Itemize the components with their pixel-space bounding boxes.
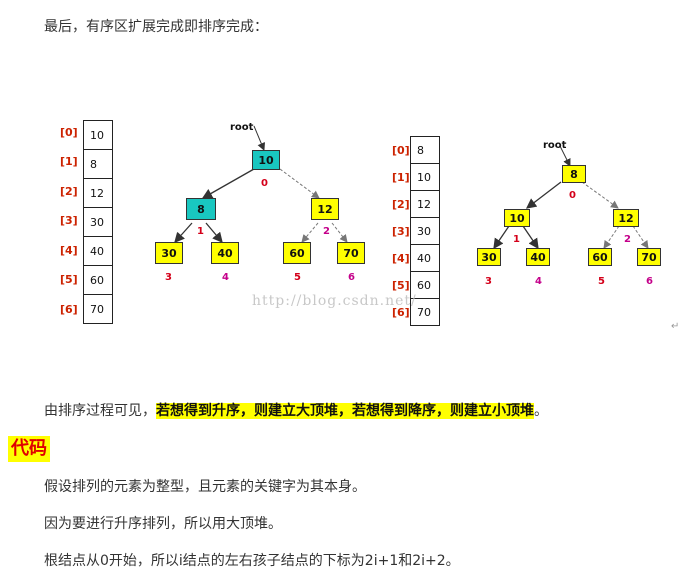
tree1-index-0: 0	[261, 178, 268, 189]
tree2-node-6: 70	[637, 248, 661, 266]
tree1-root-arrow	[253, 125, 265, 151]
tree2-index-6: 6	[646, 276, 653, 287]
array1-index-4: [4]	[60, 244, 78, 257]
array2-cell-6: 70	[410, 298, 440, 326]
array2-cell-1: 10	[410, 163, 440, 191]
tree2-index-1: 1	[513, 234, 520, 245]
tree2-node-2: 12	[613, 209, 639, 227]
tree2-index-0: 0	[569, 190, 576, 201]
array1-cell-3: 30	[83, 207, 113, 237]
tree2-node-4: 40	[526, 248, 550, 266]
array1-cell-4: 40	[83, 236, 113, 266]
array2-cell-4: 40	[410, 244, 440, 272]
tree1-index-3: 3	[165, 272, 172, 283]
tree2-root-arrow	[559, 145, 571, 167]
tree1-node-4: 40	[211, 242, 239, 264]
conclusion-text: 由排序过程可见，若想得到升序，则建立大顶堆，若想得到降序，则建立小顶堆。	[44, 402, 548, 420]
tree2-edge-1-3	[493, 225, 510, 250]
watermark: http://blog.csdn.net/	[252, 293, 417, 309]
tree2-edge-1-4	[522, 225, 539, 250]
tree1-node-3: 30	[155, 242, 183, 264]
array1-index-0: [0]	[60, 126, 78, 139]
return-mark: ↵	[671, 321, 680, 332]
tree1-node-5: 60	[283, 242, 311, 264]
tree1-root-label: root	[230, 122, 254, 133]
array2-cell-5: 60	[410, 271, 440, 299]
tree1-node-1: 8	[186, 198, 216, 220]
tree2-index-4: 4	[535, 276, 542, 287]
array2-index-6: [6]	[392, 306, 410, 319]
conclusion-suffix: 。	[534, 403, 548, 419]
array1-index-6: [6]	[60, 303, 78, 316]
intro-text: 最后，有序区扩展完成即排序完成：	[44, 19, 268, 35]
array2-cell-0: 8	[410, 136, 440, 164]
tree1-edge-1-3	[174, 222, 193, 243]
tree2-index-5: 5	[598, 276, 605, 287]
array1-index-1: [1]	[60, 155, 78, 168]
code-heading: 代码	[8, 436, 50, 462]
array2-index-2: [2]	[392, 198, 410, 211]
tree2-edge-0-2	[581, 181, 619, 209]
array1-index-2: [2]	[60, 185, 78, 198]
paragraph-1: 假设排列的元素为整型，且元素的关键字为其本身。	[44, 479, 366, 495]
tree2-edge-2-5	[603, 225, 620, 249]
tree1-node-6: 70	[337, 242, 365, 264]
tree2-node-1: 10	[504, 209, 530, 227]
array2-index-0: [0]	[392, 144, 410, 157]
array2-cell-2: 12	[410, 190, 440, 218]
tree1-node-2: 12	[311, 198, 339, 220]
tree1-index-2: 2	[323, 226, 330, 237]
array1-index-5: [5]	[60, 273, 78, 286]
array1-index-3: [3]	[60, 214, 78, 227]
array1-cell-6: 70	[83, 294, 113, 324]
paragraph-3: 根结点从0开始，所以i结点的左右孩子结点的下标为2i+1和2i+2。	[44, 553, 460, 569]
tree1-edge-2-6	[331, 222, 348, 243]
tree2-node-0: 8	[562, 165, 586, 183]
tree2-root-label: root	[543, 140, 567, 151]
tree-edges	[174, 125, 649, 250]
tree1-edge-0-1	[201, 168, 255, 199]
array2-index-3: [3]	[392, 225, 410, 238]
array2-index-4: [4]	[392, 252, 410, 265]
array1-cell-5: 60	[83, 265, 113, 295]
tree1-edge-0-2	[279, 168, 320, 199]
heap-sort-diagram: [0] [1] [2] [3] [4] [5] [6] 10 8 12 30 4…	[0, 110, 694, 340]
tree2-node-3: 30	[477, 248, 501, 266]
tree2-index-2: 2	[624, 234, 631, 245]
tree2-edge-0-1	[525, 181, 562, 209]
tree1-edge-2-5	[301, 222, 319, 243]
tree1-index-6: 6	[348, 272, 355, 283]
paragraph-2: 因为要进行升序排列，所以用大顶堆。	[44, 516, 282, 532]
array2-index-1: [1]	[392, 171, 410, 184]
array1-cell-0: 10	[83, 120, 113, 150]
tree1-index-5: 5	[294, 272, 301, 283]
tree2-node-5: 60	[588, 248, 612, 266]
conclusion-prefix: 由排序过程可见，	[44, 403, 156, 419]
tree2-index-3: 3	[485, 276, 492, 287]
array2-index-5: [5]	[392, 279, 410, 292]
tree1-index-4: 4	[222, 272, 229, 283]
tree2-edge-2-6	[632, 225, 649, 249]
conclusion-highlight: 若想得到升序，则建立大顶堆，若想得到降序，则建立小顶堆	[156, 403, 534, 419]
array2-cell-3: 30	[410, 217, 440, 245]
tree1-edge-1-4	[205, 222, 223, 243]
tree1-index-1: 1	[197, 226, 204, 237]
tree1-node-0: 10	[252, 150, 280, 170]
